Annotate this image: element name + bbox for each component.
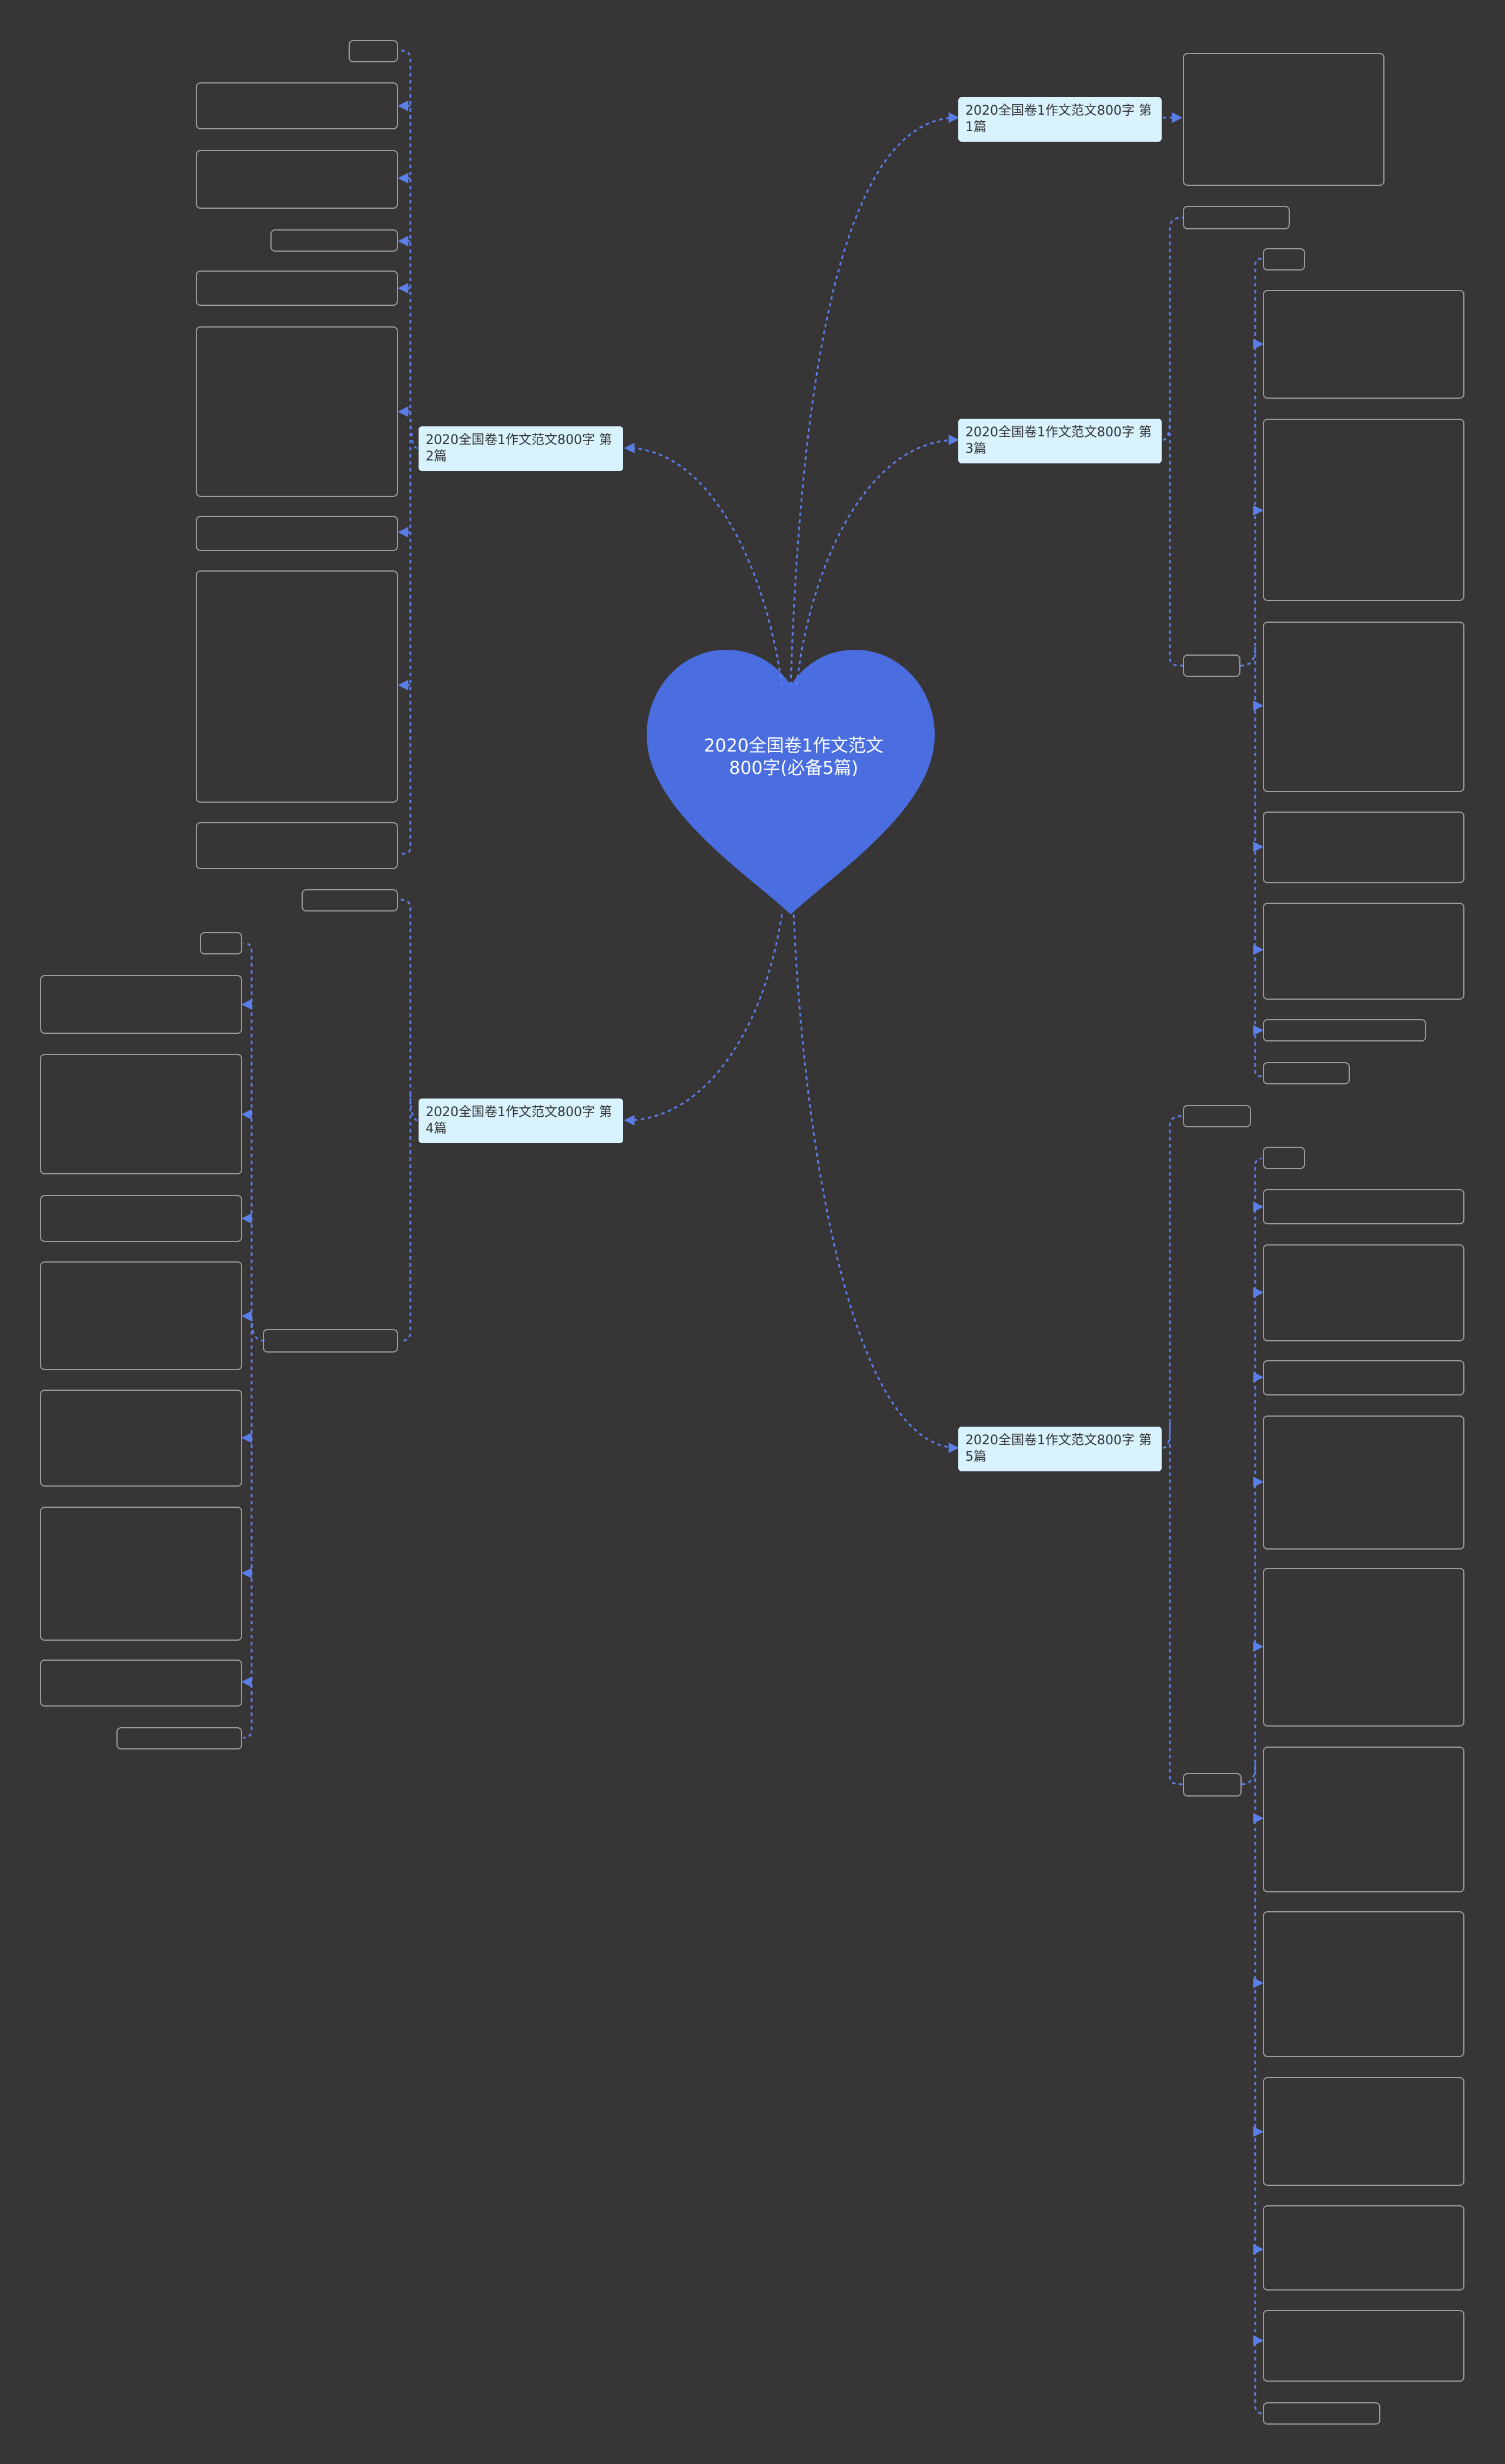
leaf-node[interactable]: [1263, 622, 1464, 792]
branch-node-2-label: 2020全国卷1作文范文800字 第2篇: [426, 433, 612, 464]
connector-branch5-trunk: [1162, 1115, 1183, 1449]
leaf-node[interactable]: [40, 1390, 242, 1487]
connector-branch5-sub-trunk: [1241, 1157, 1262, 1785]
leaf-node[interactable]: [1263, 1568, 1464, 1727]
leaf-node[interactable]: [40, 1507, 242, 1641]
leaf-node[interactable]: [1263, 1415, 1464, 1550]
leaf-node[interactable]: [1263, 812, 1464, 883]
leaf-node[interactable]: [196, 326, 398, 497]
connector-branch4-sub-trunk: [243, 942, 265, 1342]
leaf-node[interactable]: [1263, 2402, 1380, 2425]
leaf-node[interactable]: [200, 932, 242, 954]
leaf-node[interactable]: [196, 822, 398, 869]
branch-node-5[interactable]: 2020全国卷1作文范文800字 第5篇: [958, 1427, 1162, 1471]
leaf-node[interactable]: [1263, 903, 1464, 1000]
leaf-node[interactable]: [1263, 290, 1464, 399]
branch-node-3[interactable]: 2020全国卷1作文范文800字 第3篇: [958, 419, 1162, 463]
leaf-node[interactable]: [1263, 1747, 1464, 1892]
leaf-node[interactable]: [1263, 248, 1305, 271]
leaf-node[interactable]: [1183, 206, 1290, 229]
leaf-node[interactable]: [1263, 2310, 1464, 2382]
leaf-node[interactable]: [1263, 1244, 1464, 1341]
leaf-node[interactable]: [1263, 1189, 1464, 1224]
leaf-node[interactable]: [196, 82, 398, 129]
leaf-node[interactable]: [1183, 1105, 1251, 1127]
connector-center-branch2: [624, 442, 783, 686]
branch-node-3-label: 2020全国卷1作文范文800字 第3篇: [965, 425, 1152, 456]
connector-branch4-trunk: [399, 899, 418, 1121]
leaf-node[interactable]: [1183, 1773, 1242, 1797]
leaf-node[interactable]: [1263, 1360, 1464, 1395]
branch-node-5-label: 2020全国卷1作文范文800字 第5篇: [965, 1433, 1152, 1464]
center-topic-label[interactable]: 2020全国卷1作文范文800字(必备5篇): [704, 736, 884, 779]
leaf-node[interactable]: [196, 271, 398, 306]
leaf-node[interactable]: [40, 1660, 242, 1707]
branch-node-4[interactable]: 2020全国卷1作文范文800字 第4篇: [419, 1099, 623, 1143]
connector-branch3-sub-trunk: [1240, 258, 1262, 667]
connector-center-branch4: [624, 914, 783, 1126]
leaf-node[interactable]: [196, 150, 398, 209]
leaf-node[interactable]: [1263, 419, 1464, 601]
leaf-node[interactable]: [302, 889, 398, 912]
leaf-node[interactable]: [40, 975, 242, 1034]
leaf-node[interactable]: [1263, 1911, 1464, 2057]
connector-center-branch1: [790, 112, 959, 686]
connector-center-branch3: [795, 435, 959, 686]
connector-branch2-lower: [399, 412, 412, 855]
center-heart-shape[interactable]: [647, 650, 935, 914]
leaf-node[interactable]: [1263, 1147, 1305, 1169]
leaf-node[interactable]: [40, 1054, 242, 1174]
connector-center-branch5: [792, 914, 959, 1453]
leaf-node[interactable]: [116, 1727, 242, 1749]
branch-node-1[interactable]: 2020全国卷1作文范文800字 第1篇: [958, 97, 1162, 142]
leaf-node[interactable]: [196, 570, 398, 803]
branch-node-4-label: 2020全国卷1作文范文800字 第4篇: [426, 1105, 612, 1136]
leaf-node[interactable]: [1183, 53, 1384, 186]
connector-branch3-trunk: [1162, 216, 1183, 441]
leaf-node[interactable]: [1263, 1062, 1350, 1084]
branch-node-2[interactable]: 2020全国卷1作文范文800字 第2篇: [419, 426, 623, 471]
leaf-node[interactable]: [1263, 1019, 1426, 1041]
connector-branch2-trunk: [399, 49, 418, 449]
leaf-node[interactable]: [1263, 2077, 1464, 2186]
leaf-node[interactable]: [1183, 655, 1240, 677]
leaf-node[interactable]: [40, 1195, 242, 1242]
leaf-node[interactable]: [1263, 2205, 1464, 2291]
leaf-node[interactable]: [196, 516, 398, 551]
branch-node-1-label: 2020全国卷1作文范文800字 第1篇: [965, 103, 1152, 135]
leaf-node[interactable]: [40, 1261, 242, 1370]
leaf-node[interactable]: [270, 229, 398, 252]
leaf-node[interactable]: [349, 40, 398, 62]
leaf-node[interactable]: [263, 1329, 398, 1353]
